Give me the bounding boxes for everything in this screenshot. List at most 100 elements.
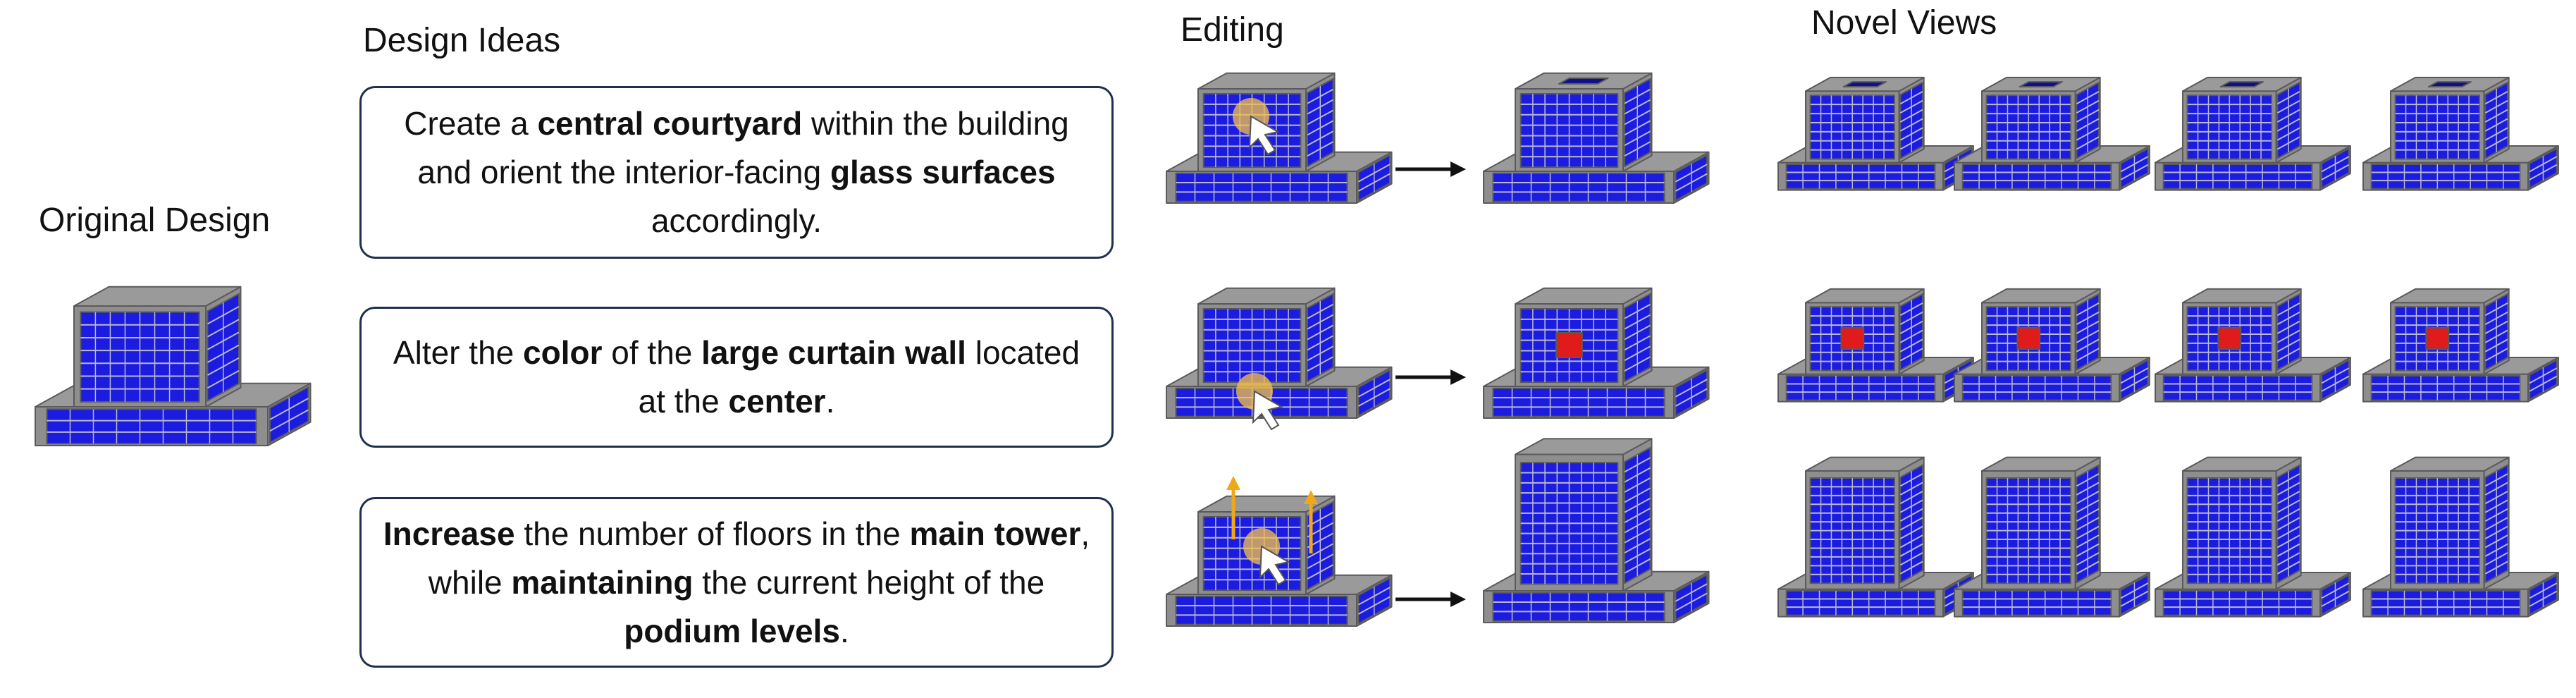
idea-keyword: Increase	[383, 515, 515, 552]
novel-view-1-2	[1954, 76, 2150, 191]
glass-curtain-wall	[2162, 589, 2313, 616]
design-idea-text: Create a central courtyard within the bu…	[383, 99, 1090, 245]
cursor-pointer	[1259, 545, 1290, 586]
glass-curtain-wall	[1961, 374, 2112, 401]
idea-text-segment: accordingly.	[651, 202, 822, 239]
roof	[1515, 438, 1653, 455]
arrow-head	[1450, 369, 1466, 385]
design-idea-text: Increase the number of floors in the mai…	[383, 510, 1090, 656]
edit-after-floors	[1483, 438, 1710, 623]
highlighted-curtain-wall	[2217, 326, 2242, 350]
novel-view-3-4	[2362, 456, 2559, 618]
novel-view-3-2	[1954, 456, 2150, 618]
cursor-pointer	[1248, 115, 1280, 156]
glass-curtain-wall	[2370, 374, 2521, 401]
novel-view-2-4	[2362, 288, 2559, 403]
glass-curtain-wall	[1961, 589, 2112, 616]
idea-text-segment: located at the	[638, 334, 1080, 420]
glass-curtain-wall	[2162, 163, 2313, 190]
roof	[1805, 456, 1925, 472]
arrow-right-icon	[1395, 592, 1466, 607]
novel-view-3-3	[2155, 456, 2351, 618]
arrow-head	[1450, 592, 1466, 607]
glass-curtain-wall	[1785, 589, 1936, 616]
idea-text-segment: Create a	[404, 105, 538, 142]
glass-curtain-wall	[2162, 374, 2313, 401]
idea-text-segment: .	[839, 612, 849, 649]
arrow-up-head	[1304, 490, 1318, 504]
glass-curtain-wall	[1492, 172, 1665, 202]
central-courtyard	[2427, 81, 2472, 88]
novel-view-1-4	[2362, 76, 2559, 191]
edit-before-courtyard	[1166, 72, 1393, 204]
glass-curtain-wall	[1175, 172, 1348, 202]
roof	[1981, 456, 2101, 472]
central-courtyard	[1558, 77, 1609, 85]
roof	[1515, 287, 1653, 305]
design-idea-box-courtyard: Create a central courtyard within the bu…	[359, 86, 1114, 259]
novel-view-2-1	[1777, 288, 1974, 403]
editing-label: Editing	[1181, 11, 1284, 49]
glass-curtain-wall	[2370, 163, 2521, 190]
idea-text-segment: the number of floors in the	[514, 515, 910, 552]
design-idea-text: Alter the color of the large curtain wal…	[383, 329, 1090, 426]
cursor-icon	[1233, 98, 1280, 156]
idea-keyword: center	[728, 383, 826, 420]
arrow-right-icon	[1395, 369, 1466, 385]
idea-keyword: central courtyard	[537, 105, 803, 142]
novel-view-2-3	[2155, 288, 2351, 403]
roof	[2182, 456, 2302, 472]
design-idea-box-color: Alter the color of the large curtain wal…	[359, 307, 1114, 448]
roof	[1981, 288, 2101, 304]
novel-view-1-3	[2155, 76, 2351, 191]
roof	[1197, 72, 1336, 90]
central-courtyard	[1842, 81, 1887, 88]
idea-text-segment: within the building and orient the inter…	[417, 105, 1069, 190]
idea-keyword: main tower	[909, 515, 1081, 552]
glass-curtain-wall	[1785, 163, 1936, 190]
roof	[1197, 287, 1336, 305]
novel-view-1-1	[1777, 76, 1974, 191]
idea-keyword: color	[523, 334, 603, 371]
highlighted-curtain-wall	[1555, 331, 1583, 359]
roof	[73, 286, 242, 307]
central-courtyard	[2219, 81, 2264, 88]
design-ideas-label: Design Ideas	[363, 22, 561, 59]
glass-curtain-wall	[1492, 387, 1665, 417]
roof	[1805, 288, 1925, 304]
cursor-pointer	[1252, 390, 1283, 431]
design-idea-box-floors: Increase the number of floors in the mai…	[359, 497, 1114, 668]
central-courtyard	[2019, 81, 2064, 88]
glass-curtain-wall	[46, 408, 257, 445]
cursor-icon	[1236, 373, 1283, 431]
idea-text-segment: .	[825, 383, 835, 420]
original-design-label: Original Design	[39, 202, 271, 239]
highlighted-curtain-wall	[1840, 326, 1865, 350]
roof	[2182, 288, 2302, 304]
idea-text-segment: of the	[602, 334, 702, 371]
glass-curtain-wall	[1492, 592, 1665, 622]
idea-text-segment: the current height of the	[693, 563, 1045, 601]
roof	[2390, 288, 2510, 304]
highlighted-curtain-wall	[2016, 326, 2041, 350]
idea-text-segment: Alter the	[393, 334, 524, 371]
idea-text-segment: , while	[428, 515, 1090, 601]
glass-curtain-wall	[1961, 163, 2112, 190]
idea-keyword: large curtain wall	[701, 334, 966, 371]
edit-after-courtyard	[1483, 72, 1710, 204]
highlighted-curtain-wall	[2425, 326, 2450, 350]
glass-curtain-wall	[1785, 374, 1936, 401]
original-design-model	[35, 286, 312, 446]
novel-view-3-1	[1777, 456, 1974, 618]
novel-views-label: Novel Views	[1811, 4, 1997, 42]
idea-keyword: podium levels	[624, 612, 840, 649]
roof	[2390, 456, 2510, 472]
glass-curtain-wall	[1175, 595, 1348, 625]
arrow-head	[1450, 161, 1466, 177]
glass-curtain-wall	[2370, 589, 2521, 616]
idea-keyword: maintaining	[511, 563, 694, 601]
cursor-icon	[1226, 476, 1318, 586]
edit-before-color	[1166, 287, 1393, 419]
arrow-up-head	[1226, 476, 1240, 490]
